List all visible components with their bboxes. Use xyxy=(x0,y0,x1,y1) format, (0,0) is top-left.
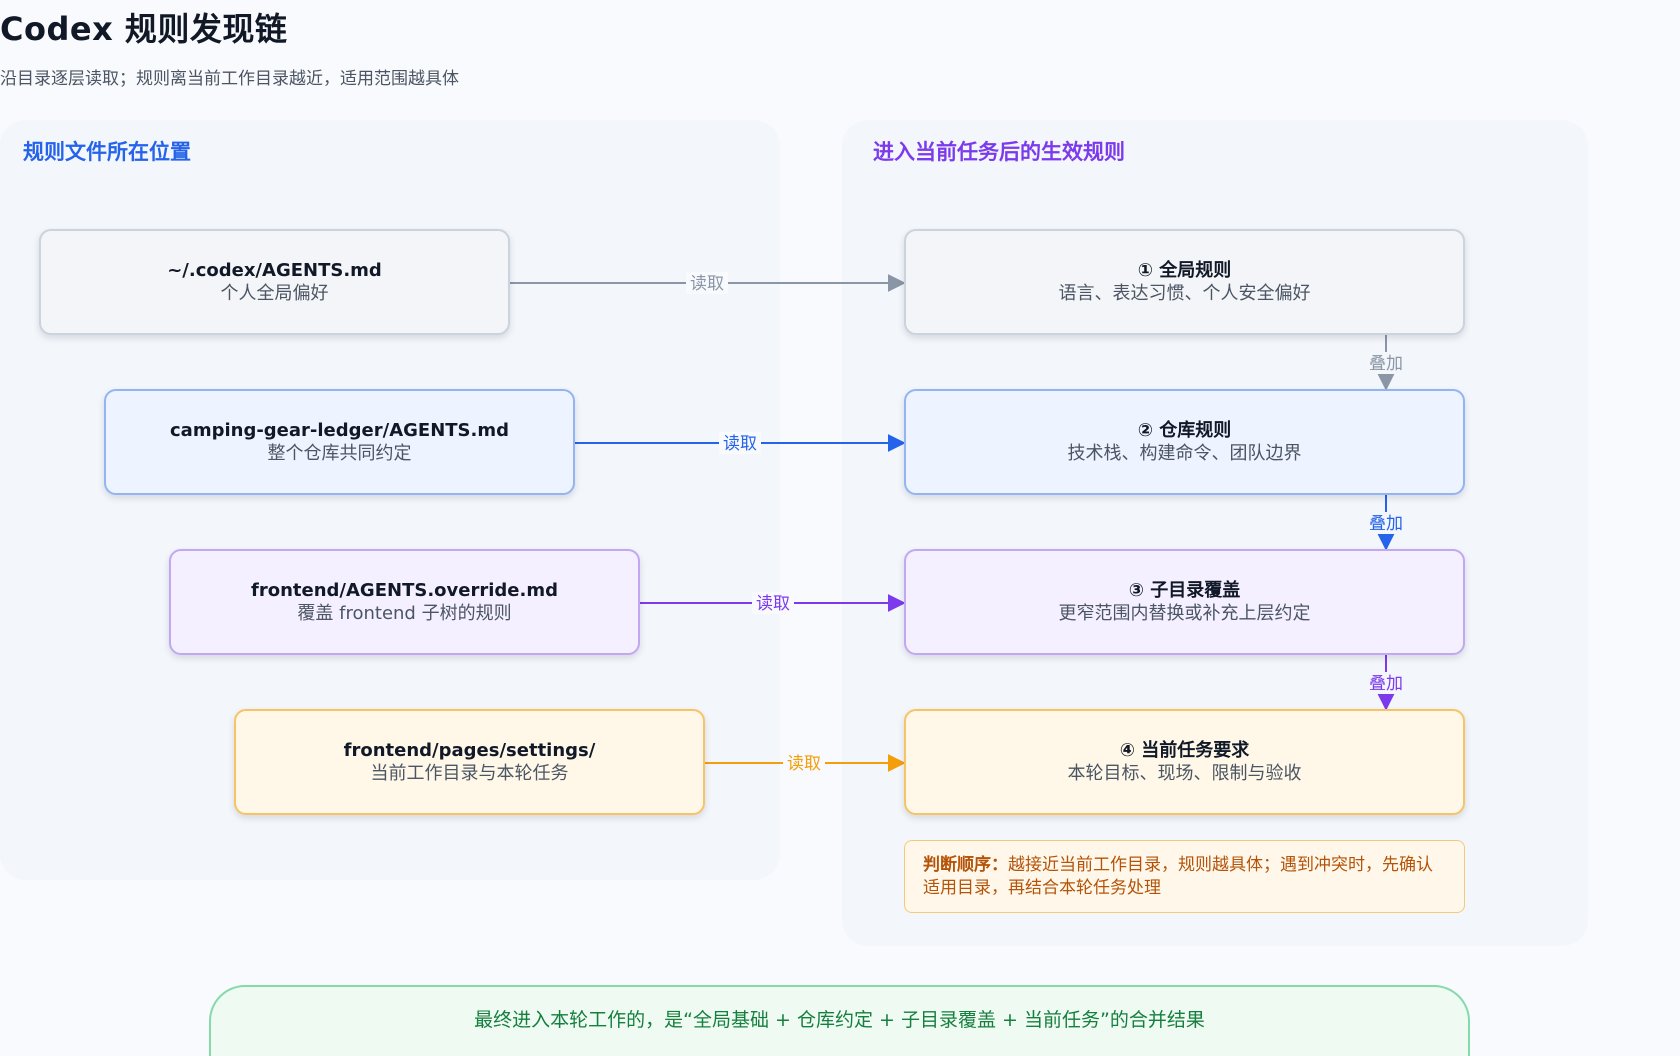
stack-label-2: 叠加 xyxy=(1369,514,1403,534)
page-subtitle: 沿目录逐层读取；规则离当前工作目录越近，适用范围越具体 xyxy=(0,69,459,89)
stack-edge-2: 叠加 xyxy=(1366,494,1406,551)
source-path: frontend/AGENTS.override.md xyxy=(251,580,558,601)
rule-desc: 本轮目标、现场、限制与验收 xyxy=(1067,763,1302,784)
rule-title: ① 全局规则 xyxy=(1137,260,1232,281)
merge-result-banner: 最终进入本轮工作的，是“全局基础 + 仓库约定 + 子目录覆盖 + 当前任务”的… xyxy=(209,985,1470,1056)
judgement-order-note: 判断顺序：越接近当前工作目录，规则越具体；遇到冲突时，先确认适用目录，再结合本轮… xyxy=(904,840,1465,913)
source-desc: 整个仓库共同约定 xyxy=(267,443,412,464)
read-edge-task: 读取 xyxy=(705,752,906,774)
read-edge-repo: 读取 xyxy=(575,432,906,454)
rule-current-task: ④ 当前任务要求 本轮目标、现场、限制与验收 xyxy=(904,709,1465,815)
effective-rules-panel-title: 进入当前任务后的生效规则 xyxy=(873,140,1125,164)
rule-desc: 更窄范围内替换或补充上层约定 xyxy=(1058,603,1311,624)
rule-subdir-override: ③ 子目录覆盖 更窄范围内替换或补充上层约定 xyxy=(904,549,1465,655)
stack-label-3: 叠加 xyxy=(1369,674,1403,694)
stack-edge-1: 叠加 xyxy=(1366,334,1406,391)
read-label-2: 读取 xyxy=(723,434,757,454)
read-label-4: 读取 xyxy=(787,754,821,774)
source-desc: 覆盖 frontend 子树的规则 xyxy=(297,603,512,624)
read-label-3: 读取 xyxy=(756,594,790,614)
rule-desc: 语言、表达习惯、个人安全偏好 xyxy=(1058,283,1311,304)
read-label-1: 读取 xyxy=(690,274,724,294)
read-edge-override: 读取 xyxy=(640,592,906,614)
stack-edge-3: 叠加 xyxy=(1366,654,1406,711)
source-global-agents: ~/.codex/AGENTS.md 个人全局偏好 xyxy=(39,229,510,335)
page-title: Codex 规则发现链 xyxy=(0,10,288,48)
source-current-dir: frontend/pages/settings/ 当前工作目录与本轮任务 xyxy=(234,709,705,815)
read-edge-global: 读取 xyxy=(510,272,906,294)
source-path: frontend/pages/settings/ xyxy=(343,740,596,761)
source-desc: 个人全局偏好 xyxy=(220,283,329,304)
rule-title: ③ 子目录覆盖 xyxy=(1128,580,1241,601)
rule-title: ② 仓库规则 xyxy=(1137,420,1232,441)
source-repo-agents: camping-gear-ledger/AGENTS.md 整个仓库共同约定 xyxy=(104,389,575,495)
source-desc: 当前工作目录与本轮任务 xyxy=(370,763,569,784)
source-override-agents: frontend/AGENTS.override.md 覆盖 frontend … xyxy=(169,549,640,655)
note-label: 判断顺序： xyxy=(923,855,1008,875)
rule-desc: 技术栈、构建命令、团队边界 xyxy=(1067,443,1302,464)
rule-title: ④ 当前任务要求 xyxy=(1119,740,1250,761)
stack-label-1: 叠加 xyxy=(1369,354,1403,374)
source-path: ~/.codex/AGENTS.md xyxy=(167,260,382,281)
rule-global: ① 全局规则 语言、表达习惯、个人安全偏好 xyxy=(904,229,1465,335)
locations-panel-title: 规则文件所在位置 xyxy=(23,140,191,164)
rule-repo: ② 仓库规则 技术栈、构建命令、团队边界 xyxy=(904,389,1465,495)
source-path: camping-gear-ledger/AGENTS.md xyxy=(170,420,509,441)
note-text: 越接近当前工作目录，规则越具体；遇到冲突时，先确认适用目录，再结合本轮任务处理 xyxy=(923,855,1433,898)
merge-result-text: 最终进入本轮工作的，是“全局基础 + 仓库约定 + 子目录覆盖 + 当前任务”的… xyxy=(474,1009,1205,1031)
